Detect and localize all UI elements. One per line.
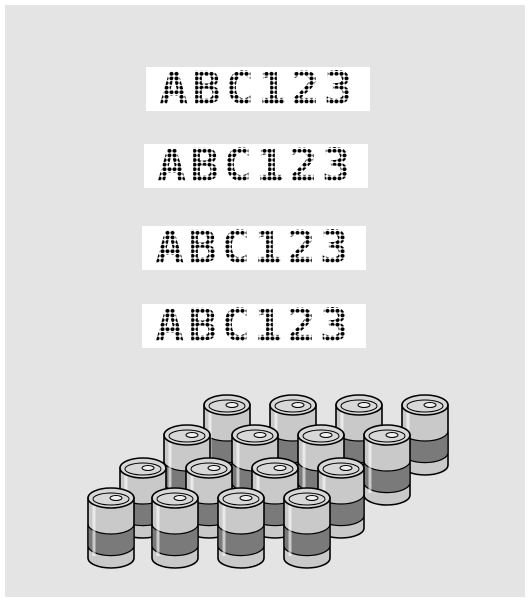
can bbox=[317, 457, 365, 539]
can bbox=[87, 487, 135, 569]
code-text-2: ABC123 bbox=[157, 140, 355, 192]
printed-code-2: ABC123 bbox=[144, 144, 368, 188]
can bbox=[363, 424, 411, 506]
printed-code-3: ABC123 bbox=[142, 226, 366, 270]
code-text-4: ABC123 bbox=[155, 300, 353, 352]
code-text-3: ABC123 bbox=[155, 222, 353, 274]
printed-code-4: ABC123 bbox=[142, 304, 366, 348]
can bbox=[217, 487, 265, 569]
can bbox=[283, 487, 331, 569]
code-text-1: ABC123 bbox=[159, 63, 357, 115]
can bbox=[151, 487, 199, 569]
printed-code-1: ABC123 bbox=[146, 67, 370, 111]
